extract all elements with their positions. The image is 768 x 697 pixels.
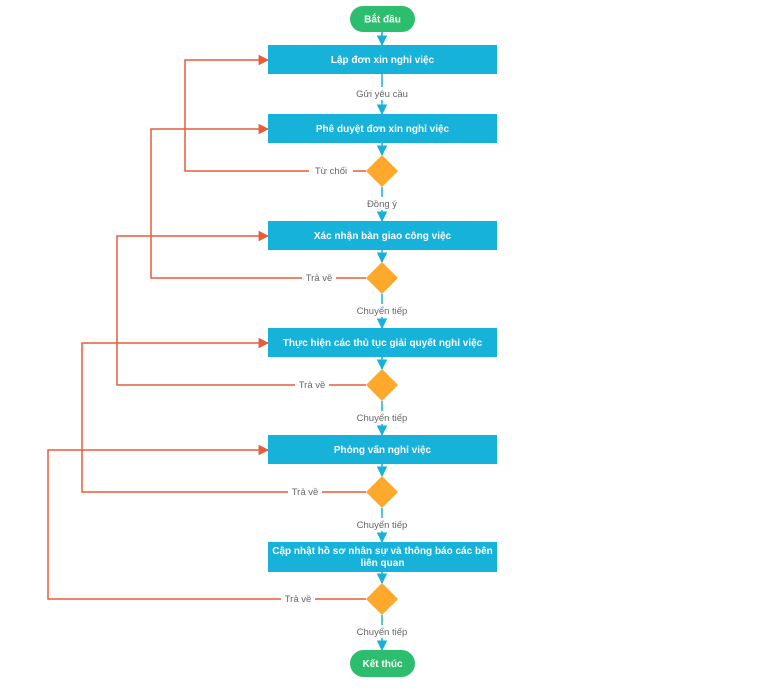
label-return-3: Trả về — [292, 487, 319, 498]
label-forward-2: Chuyển tiếp — [357, 413, 408, 424]
process-step2: Phê duyệt đơn xin nghỉ việc — [268, 114, 497, 143]
step2-label: Phê duyệt đơn xin nghỉ việc — [316, 124, 450, 135]
loop-decision3-step3 — [116, 230, 366, 386]
label-return-2: Trả về — [299, 380, 326, 391]
process-step1: Lập đơn xin nghỉ việc — [268, 45, 497, 74]
loop-decision1-step1 — [184, 54, 366, 172]
label-forward-1: Chuyển tiếp — [357, 306, 408, 317]
label-forward-3: Chuyển tiếp — [357, 520, 408, 531]
start-node: Bắt đầu — [350, 6, 415, 32]
decision-5 — [366, 583, 398, 615]
label-forward-4: Chuyển tiếp — [357, 627, 408, 638]
decision-1 — [366, 155, 398, 187]
step1-label: Lập đơn xin nghỉ việc — [331, 55, 435, 66]
label-reject: Từ chối — [315, 166, 347, 177]
process-step5: Phỏng vấn nghỉ việc — [268, 435, 497, 464]
label-return-4: Trả về — [285, 594, 312, 605]
step3-label: Xác nhận bàn giao công việc — [314, 231, 452, 242]
loop-decision5-step5 — [47, 444, 366, 600]
end-label: Kết thúc — [363, 658, 403, 670]
process-step3: Xác nhận bàn giao công việc — [268, 221, 497, 250]
step4-label: Thực hiện các thủ tục giải quyết nghỉ vi… — [283, 337, 483, 349]
loop-decision2-step2 — [150, 123, 366, 279]
loop-decision4-step4 — [81, 337, 366, 493]
label-send-request: Gửi yêu cầu — [356, 89, 408, 100]
start-label: Bắt đầu — [364, 13, 401, 26]
end-node: Kết thúc — [350, 650, 415, 677]
label-approve: Đồng ý — [367, 199, 397, 210]
step6-label-line2: liên quan — [361, 558, 405, 569]
process-step6: Cập nhật hồ sơ nhân sự và thông báo các … — [268, 542, 497, 572]
label-return-1: Trả về — [306, 273, 333, 284]
decision-3 — [366, 369, 398, 401]
decision-4 — [366, 476, 398, 508]
process-step4: Thực hiện các thủ tục giải quyết nghỉ vi… — [268, 328, 497, 357]
step6-label-line1: Cập nhật hồ sơ nhân sự và thông báo các … — [272, 545, 493, 557]
step5-label: Phỏng vấn nghỉ việc — [334, 444, 432, 456]
decision-2 — [366, 262, 398, 294]
